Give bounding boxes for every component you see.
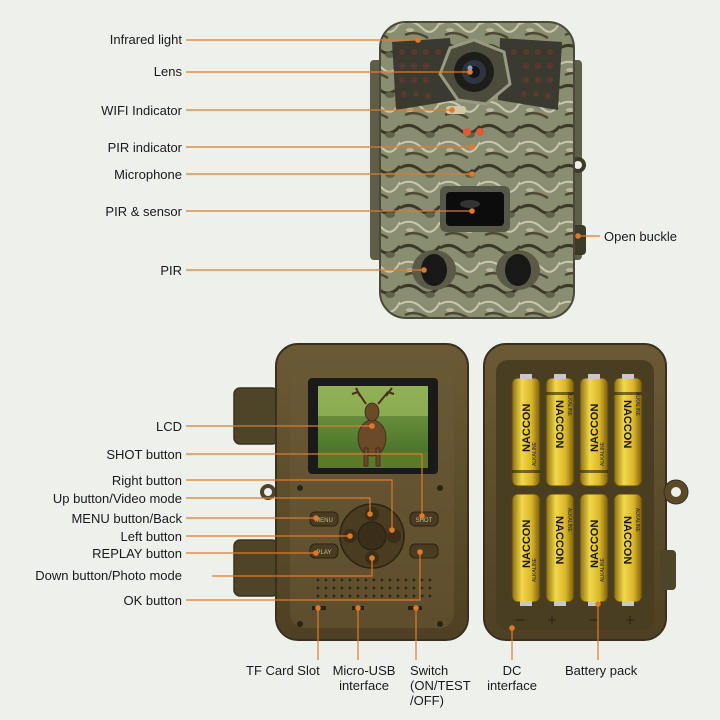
svg-text:MENU: MENU	[315, 518, 333, 524]
svg-text:SHOT: SHOT	[416, 518, 433, 524]
pir-side-sensors	[412, 250, 540, 290]
label-pir: PIR	[160, 263, 182, 278]
label-battery-pack: Battery pack	[565, 663, 638, 678]
label-tf-card-slot: TF Card Slot	[246, 663, 320, 678]
speaker-grille	[316, 578, 432, 598]
label-open-buckle: Open buckle	[604, 229, 677, 244]
label-pir-sensor: PIR & sensor	[105, 204, 182, 219]
label-left-button: Left button	[120, 529, 182, 544]
label-down-button: Down button/Photo mode	[35, 568, 182, 583]
lens-icon	[454, 52, 494, 92]
svg-text:PLAY: PLAY	[317, 550, 332, 556]
svg-text:ALKALINE: ALKALINE	[566, 392, 572, 417]
svg-text:ALKALINE: ALKALINE	[566, 508, 572, 533]
svg-text:ALKALINE: ALKALINE	[532, 557, 538, 582]
label-switch: Switch (ON/TEST /OFF)	[410, 663, 471, 708]
label-micro-usb: Micro-USB interface	[332, 663, 396, 693]
bottom-leader-lines	[186, 423, 601, 660]
label-ok-button: OK button	[123, 593, 182, 608]
label-infrared-light: Infrared light	[109, 32, 182, 47]
label-pir-indicator: PIR indicator	[107, 140, 182, 155]
svg-text:ALKALINE: ALKALINE	[634, 392, 640, 417]
label-right-button: Right button	[111, 473, 182, 488]
svg-text:NACCON: NACCON	[621, 516, 633, 564]
shot-key[interactable]: SHOT	[409, 511, 439, 527]
camera-open: MENU PLAY SHOT	[233, 343, 689, 641]
svg-text:ALKALINE: ALKALINE	[634, 508, 640, 533]
label-lcd: LCD	[155, 419, 182, 434]
svg-text:NACCON: NACCON	[521, 404, 533, 452]
svg-text:NACCON: NACCON	[589, 520, 601, 568]
svg-text:ALKALINE: ALKALINE	[600, 441, 606, 466]
label-replay-button: REPLAY button	[92, 546, 182, 561]
label-shot-button: SHOT button	[106, 447, 182, 462]
svg-text:NACCON: NACCON	[589, 404, 601, 452]
aux-key[interactable]	[409, 543, 439, 559]
battery-pack: NACCON NACCON NACCON NACCON NACCON NACCO…	[511, 374, 643, 606]
top-leader-lines	[186, 37, 600, 273]
svg-text:NACCON: NACCON	[553, 400, 565, 448]
camera-front	[370, 21, 586, 319]
svg-text:ALKALINE: ALKALINE	[600, 557, 606, 582]
label-dc-interface: DC interface	[487, 663, 537, 693]
label-microphone: Microphone	[114, 167, 182, 182]
label-lens: Lens	[153, 64, 182, 79]
svg-text:NACCON: NACCON	[553, 516, 565, 564]
label-wifi-indicator: WIFI Indicator	[101, 103, 182, 118]
svg-text:NACCON: NACCON	[621, 400, 633, 448]
label-menu-button: MENU button/Back	[71, 511, 182, 526]
svg-text:NACCON: NACCON	[521, 520, 533, 568]
svg-text:ALKALINE: ALKALINE	[532, 441, 538, 466]
label-up-button: Up button/Video mode	[52, 491, 182, 506]
